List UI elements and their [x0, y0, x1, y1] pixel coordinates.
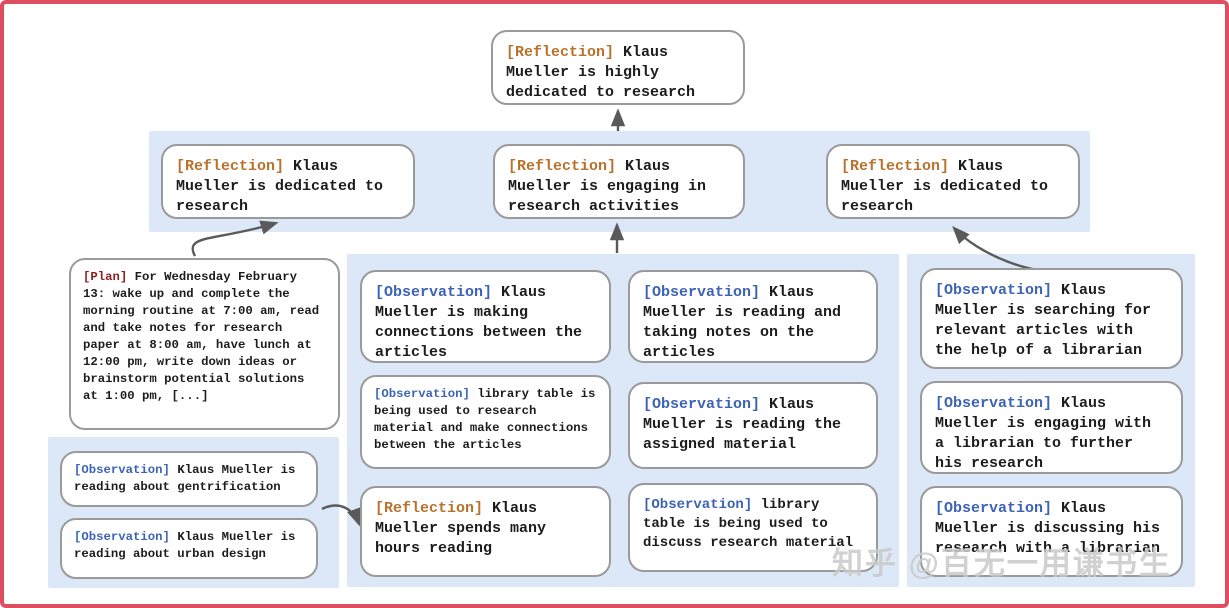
zhihu-watermark: 知乎 @百无一用谦书生	[832, 546, 1172, 581]
node-text: Klaus Mueller is discussing his research…	[935, 500, 1161, 557]
node-text: Klaus Mueller is engaging with a librari…	[935, 395, 1152, 472]
observation-tag: [Observation]	[643, 396, 770, 413]
node-reflection-hours: [Reflection] Klaus Mueller spends many h…	[360, 486, 611, 577]
node-obs-library-discuss: [Observation] library table is being use…	[628, 483, 878, 572]
node-text: Klaus Mueller is searching for relevant …	[935, 282, 1152, 359]
node-text: Klaus Mueller is dedicated to research	[841, 158, 1049, 215]
node-text: Klaus Mueller is reading and taking note…	[643, 284, 842, 361]
node-text: Klaus Mueller is making connections betw…	[375, 284, 583, 361]
reflection-tag: [Reflection]	[508, 158, 626, 175]
node-obs-connections: [Observation] Klaus Mueller is making co…	[360, 270, 611, 363]
node-reflection-right: [Reflection] Klaus Mueller is dedicated …	[826, 144, 1080, 219]
observation-tag: [Observation]	[74, 530, 178, 544]
node-text: Klaus Mueller is dedicated to research	[176, 158, 384, 215]
reflection-tag: [Reflection]	[506, 44, 624, 61]
node-text: Klaus Mueller spends many hours reading	[375, 500, 547, 557]
node-text: Klaus Mueller is highly dedicated to res…	[506, 44, 696, 101]
node-obs-taking-notes: [Observation] Klaus Mueller is reading a…	[628, 270, 878, 363]
observation-tag: [Observation]	[643, 284, 770, 301]
node-obs-searching: [Observation] Klaus Mueller is searching…	[920, 268, 1183, 369]
node-reflection-left: [Reflection] Klaus Mueller is dedicated …	[161, 144, 415, 219]
observation-tag: [Observation]	[74, 463, 178, 477]
reflection-tag: [Reflection]	[375, 500, 493, 517]
node-obs-assigned-material: [Observation] Klaus Mueller is reading t…	[628, 382, 878, 469]
node-text: library table is being used to research …	[374, 387, 596, 452]
node-text: For Wednesday February 13: wake up and c…	[83, 270, 320, 403]
node-obs-engaging-librarian: [Observation] Klaus Mueller is engaging …	[920, 381, 1183, 474]
node-root-reflection: [Reflection] Klaus Mueller is highly ded…	[491, 30, 745, 105]
node-text: Klaus Mueller is reading about urban des…	[74, 530, 296, 561]
node-plan: [Plan] For Wednesday February 13: wake u…	[69, 258, 340, 430]
node-text: Klaus Mueller is engaging in research ac…	[508, 158, 707, 215]
node-text: Klaus Mueller is reading the assigned ma…	[643, 396, 842, 453]
node-obs-urban-design: [Observation] Klaus Mueller is reading a…	[60, 518, 318, 579]
reflection-tag: [Reflection]	[176, 158, 294, 175]
node-obs-library-research: [Observation] library table is being use…	[360, 375, 611, 469]
reflection-tag: [Reflection]	[841, 158, 959, 175]
observation-tag: [Observation]	[374, 387, 478, 401]
node-text: Klaus Mueller is reading about gentrific…	[74, 463, 296, 494]
node-reflection-middle: [Reflection] Klaus Mueller is engaging i…	[493, 144, 745, 219]
observation-tag: [Observation]	[935, 395, 1062, 412]
observation-tag: [Observation]	[935, 500, 1062, 517]
node-text: library table is being used to discuss r…	[643, 497, 854, 552]
observation-tag: [Observation]	[643, 497, 761, 513]
observation-tag: [Observation]	[935, 282, 1062, 299]
node-obs-discussing: [Observation] Klaus Mueller is discussin…	[920, 486, 1183, 577]
node-obs-gentrification: [Observation] Klaus Mueller is reading a…	[60, 451, 318, 507]
observation-tag: [Observation]	[375, 284, 502, 301]
plan-tag: [Plan]	[83, 270, 135, 284]
